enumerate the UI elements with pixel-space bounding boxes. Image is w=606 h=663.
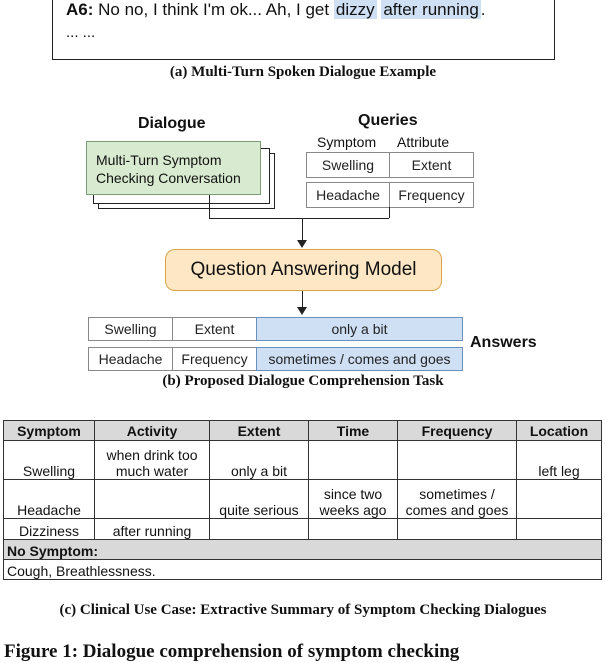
highlight-activity: after running [381,0,481,19]
utterance-end: . [480,0,486,19]
no-symptom-header-row: No Symptom: [3,539,602,560]
utterance-text: No no, I think I'm ok... Ah, I get [98,0,330,19]
header-frequency: Frequency [397,420,517,441]
no-symptom-row: Cough, Breathlessness. [3,559,602,580]
connector-line [389,207,390,218]
cell [308,440,398,480]
cell: left leg [516,440,602,480]
cell: quite serious [209,479,309,519]
dialogue-title: Dialogue [138,115,206,132]
cell [397,440,517,480]
cell [516,518,602,540]
table-header-row: Symptom Activity Extent Time Frequency L… [3,420,602,441]
figure-caption: Figure 1: Dialogue comprehension of symp… [4,641,460,662]
cell [397,518,517,540]
cell: Headache [3,479,95,519]
query-attribute-1: Extent [389,152,474,178]
answer-span-2: sometimes / comes and goes [256,347,463,371]
query-symptom-1: Swelling [306,152,390,178]
dialogue-doc-text: Multi-Turn Symptom Checking Conversation [96,151,241,187]
arrow-down-icon [297,307,307,315]
qa-model-box: Question Answering Model [165,249,442,291]
header-symptom: Symptom [3,420,95,441]
header-extent: Extent [209,420,309,441]
caption-b: (b) Proposed Dialogue Comprehension Task [162,373,444,389]
cell: when drink too much water [94,440,210,480]
dialogue-utterance: A6: No no, I think I'm ok... Ah, I get d… [66,0,486,20]
cell: only a bit [209,440,309,480]
cell: Dizziness [3,518,95,540]
answer-symptom-2: Headache [88,347,173,371]
header-location: Location [516,420,602,441]
cell [209,518,309,540]
answer-attribute-1: Extent [172,317,257,341]
dialogue-doc-line-2: Checking Conversation [96,170,241,186]
caption-a: (a) Multi-Turn Spoken Dialogue Example [169,64,437,80]
query-col-attribute: Attribute [397,134,450,150]
cell: Swelling [3,440,95,480]
dialogue-example-box [52,0,555,60]
table-row: Dizziness after running [3,518,602,540]
symptom-summary-table: Symptom Activity Extent Time Frequency L… [3,420,602,580]
cell: sometimes / comes and goes [397,479,517,519]
connector-line [209,195,210,218]
dialogue-doc-line-1: Multi-Turn Symptom [96,152,222,168]
answer-span-1: only a bit [256,317,463,341]
dialogue-ellipsis: ... ... [66,24,96,41]
table-row: Headache quite serious since two weeks a… [3,479,602,519]
answer-attribute-2: Frequency [172,347,257,371]
query-col-symptom: Symptom [317,134,377,150]
query-symptom-2: Headache [306,182,390,208]
answers-label: Answers [470,334,537,351]
cell [308,518,398,540]
cell: since two weeks ago [308,479,398,519]
header-time: Time [308,420,398,441]
header-activity: Activity [94,420,210,441]
highlight-symptom: dizzy [333,0,377,19]
table-row: Swelling when drink too much water only … [3,440,602,480]
cell [94,479,210,519]
no-symptom-values: Cough, Breathlessness. [3,559,602,580]
queries-title: Queries [358,112,418,129]
answer-symptom-1: Swelling [88,317,173,341]
query-attribute-2: Frequency [389,182,474,208]
connector-line [209,218,389,219]
no-symptom-label: No Symptom: [3,539,602,560]
cell [516,479,602,519]
connector-line [302,291,303,309]
dialogue-doc-box [86,141,261,195]
arrow-down-icon [297,240,307,248]
caption-c: (c) Clinical Use Case: Extractive Summar… [59,602,547,618]
connector-line [302,218,303,242]
speaker-label: A6: [66,0,94,19]
cell: after running [94,518,210,540]
